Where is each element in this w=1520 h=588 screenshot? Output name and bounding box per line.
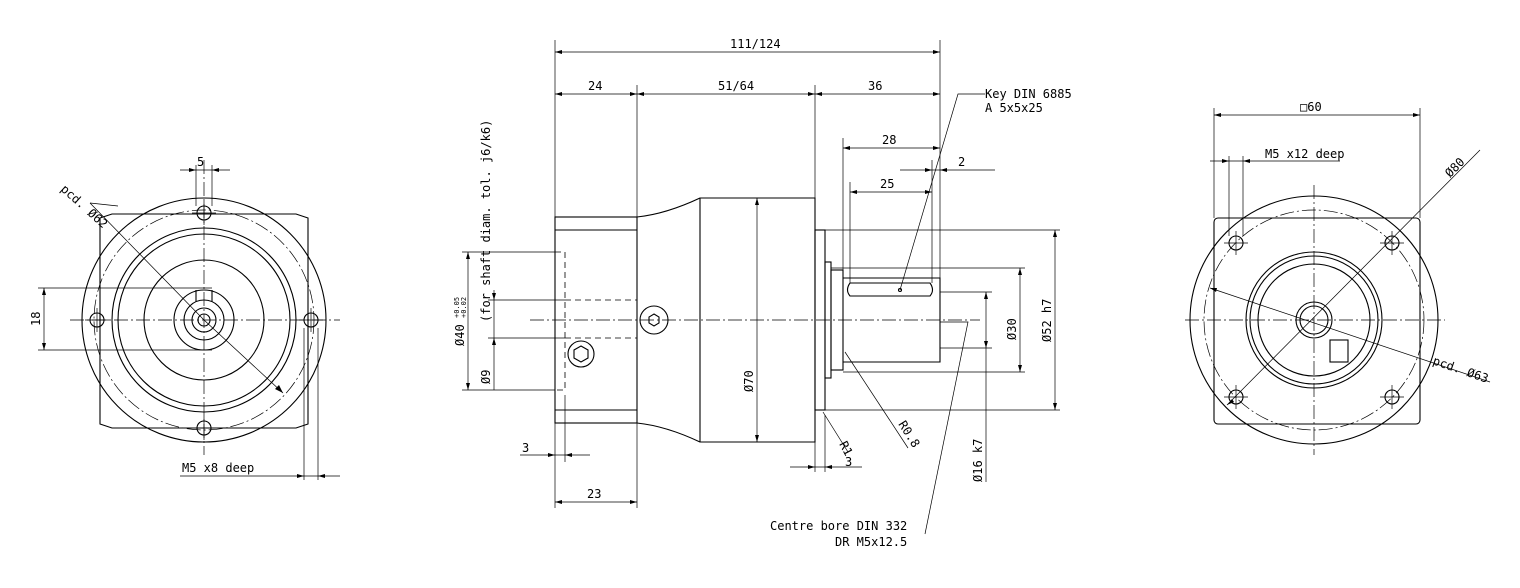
left-thread-note: M5 x8 deep	[182, 461, 254, 475]
side-view: 111/124 24 51/64 36 28 2 25 Key DIN 6885…	[453, 37, 1072, 549]
right-square-flange	[1213, 217, 1421, 425]
dim-centering-52: Ø52 h7	[1040, 299, 1054, 342]
dim-key-25: 25	[880, 177, 894, 191]
dim-pcd-63: pcd. Ø63	[1431, 354, 1490, 386]
dim-input-bore-tol-lower: +0.02	[460, 297, 468, 318]
dim-key-offset-2: 2	[958, 155, 965, 169]
centre-bore-line2: DR M5x12.5	[835, 535, 907, 549]
shaft-tolerance-note: (for shaft diam. tol. j6/k6)	[479, 120, 493, 322]
dim-height-18: 18	[29, 312, 43, 326]
dim-overall-length: 111/124	[730, 37, 781, 51]
dim-bottom-23: 23	[587, 487, 601, 501]
right-end-view: □60 M5 x12 deep Ø80 pcd. Ø63	[1185, 100, 1490, 455]
dim-body-diameter: Ø70	[742, 370, 756, 392]
dim-input-shaft: Ø9	[479, 370, 493, 384]
dim-3-left: 3	[522, 441, 529, 455]
dim-shaft-36: 36	[868, 79, 882, 93]
key-spec-line2: A 5x5x25	[985, 101, 1043, 115]
dim-radius-r1: R1	[836, 439, 855, 458]
left-end-view: 5 pcd. Ø62 18 M5 x8 deep	[29, 155, 340, 480]
dim-square-60: □60	[1300, 100, 1322, 114]
dim-key-28: 28	[882, 133, 896, 147]
centre-bore-line1: Centre bore DIN 332	[770, 519, 907, 533]
dim-shoulder-30: Ø30	[1005, 318, 1019, 340]
dim-slot-width: 5	[197, 155, 204, 169]
dim-3-right: 3	[845, 455, 852, 469]
dim-shaft-16: Ø16 k7	[971, 439, 985, 482]
dim-input-bore: Ø40	[453, 324, 467, 346]
dim-pcd-62: pcd. Ø62	[58, 182, 110, 231]
dim-body-length: 51/64	[718, 79, 754, 93]
dim-flange-24: 24	[588, 79, 602, 93]
right-bolt-holes	[1223, 230, 1405, 410]
dim-input-bore-tol-upper: +0.05	[453, 297, 461, 318]
dim-outer-80: Ø80	[1442, 155, 1467, 180]
dim-radius-r08: R0.8	[895, 418, 922, 450]
right-thread-note: M5 x12 deep	[1265, 147, 1344, 161]
key-spec-line1: Key DIN 6885	[985, 87, 1072, 101]
